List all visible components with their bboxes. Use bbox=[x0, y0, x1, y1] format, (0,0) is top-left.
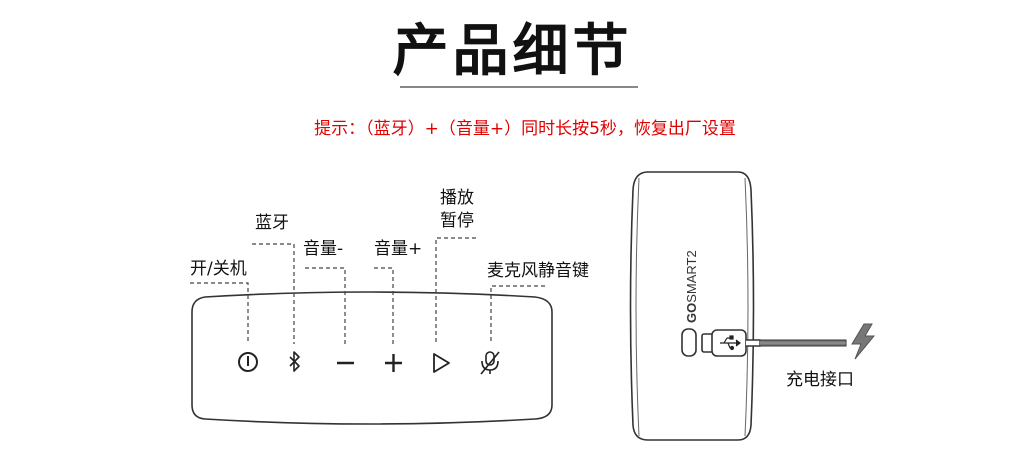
gosmart-logo: GOSMART2 bbox=[684, 250, 699, 323]
plus-icon bbox=[385, 354, 402, 372]
label-volume-down: 音量- bbox=[303, 239, 344, 259]
label-mic-mute: 麦克风静音键 bbox=[487, 261, 589, 281]
power-icon bbox=[238, 352, 258, 372]
title-divider bbox=[400, 86, 638, 88]
usb-icon bbox=[720, 335, 741, 351]
mic-mute-icon bbox=[480, 351, 500, 375]
bluetooth-icon bbox=[289, 351, 300, 372]
leader-lines bbox=[190, 237, 545, 344]
play-icon bbox=[433, 353, 450, 373]
reset-hint: 提示：（蓝牙）+（音量+）同时长按5秒，恢复出厂设置 bbox=[314, 119, 736, 139]
svg-text:GOSMART2: GOSMART2 bbox=[684, 250, 699, 323]
label-volume-up: 音量+ bbox=[374, 239, 423, 259]
page-title: 产品细节 bbox=[392, 19, 633, 84]
label-play-line1: 播放 bbox=[440, 188, 474, 208]
speaker-side-body bbox=[629, 171, 755, 441]
label-bluetooth: 蓝牙 bbox=[255, 213, 289, 233]
label-charging-port: 充电接口 bbox=[786, 370, 854, 390]
label-play-line2: 暂停 bbox=[440, 211, 474, 231]
speaker-front-body bbox=[191, 291, 553, 425]
lightning-icon bbox=[851, 323, 876, 360]
label-power: 开/关机 bbox=[190, 259, 247, 279]
charging-port bbox=[681, 328, 697, 357]
